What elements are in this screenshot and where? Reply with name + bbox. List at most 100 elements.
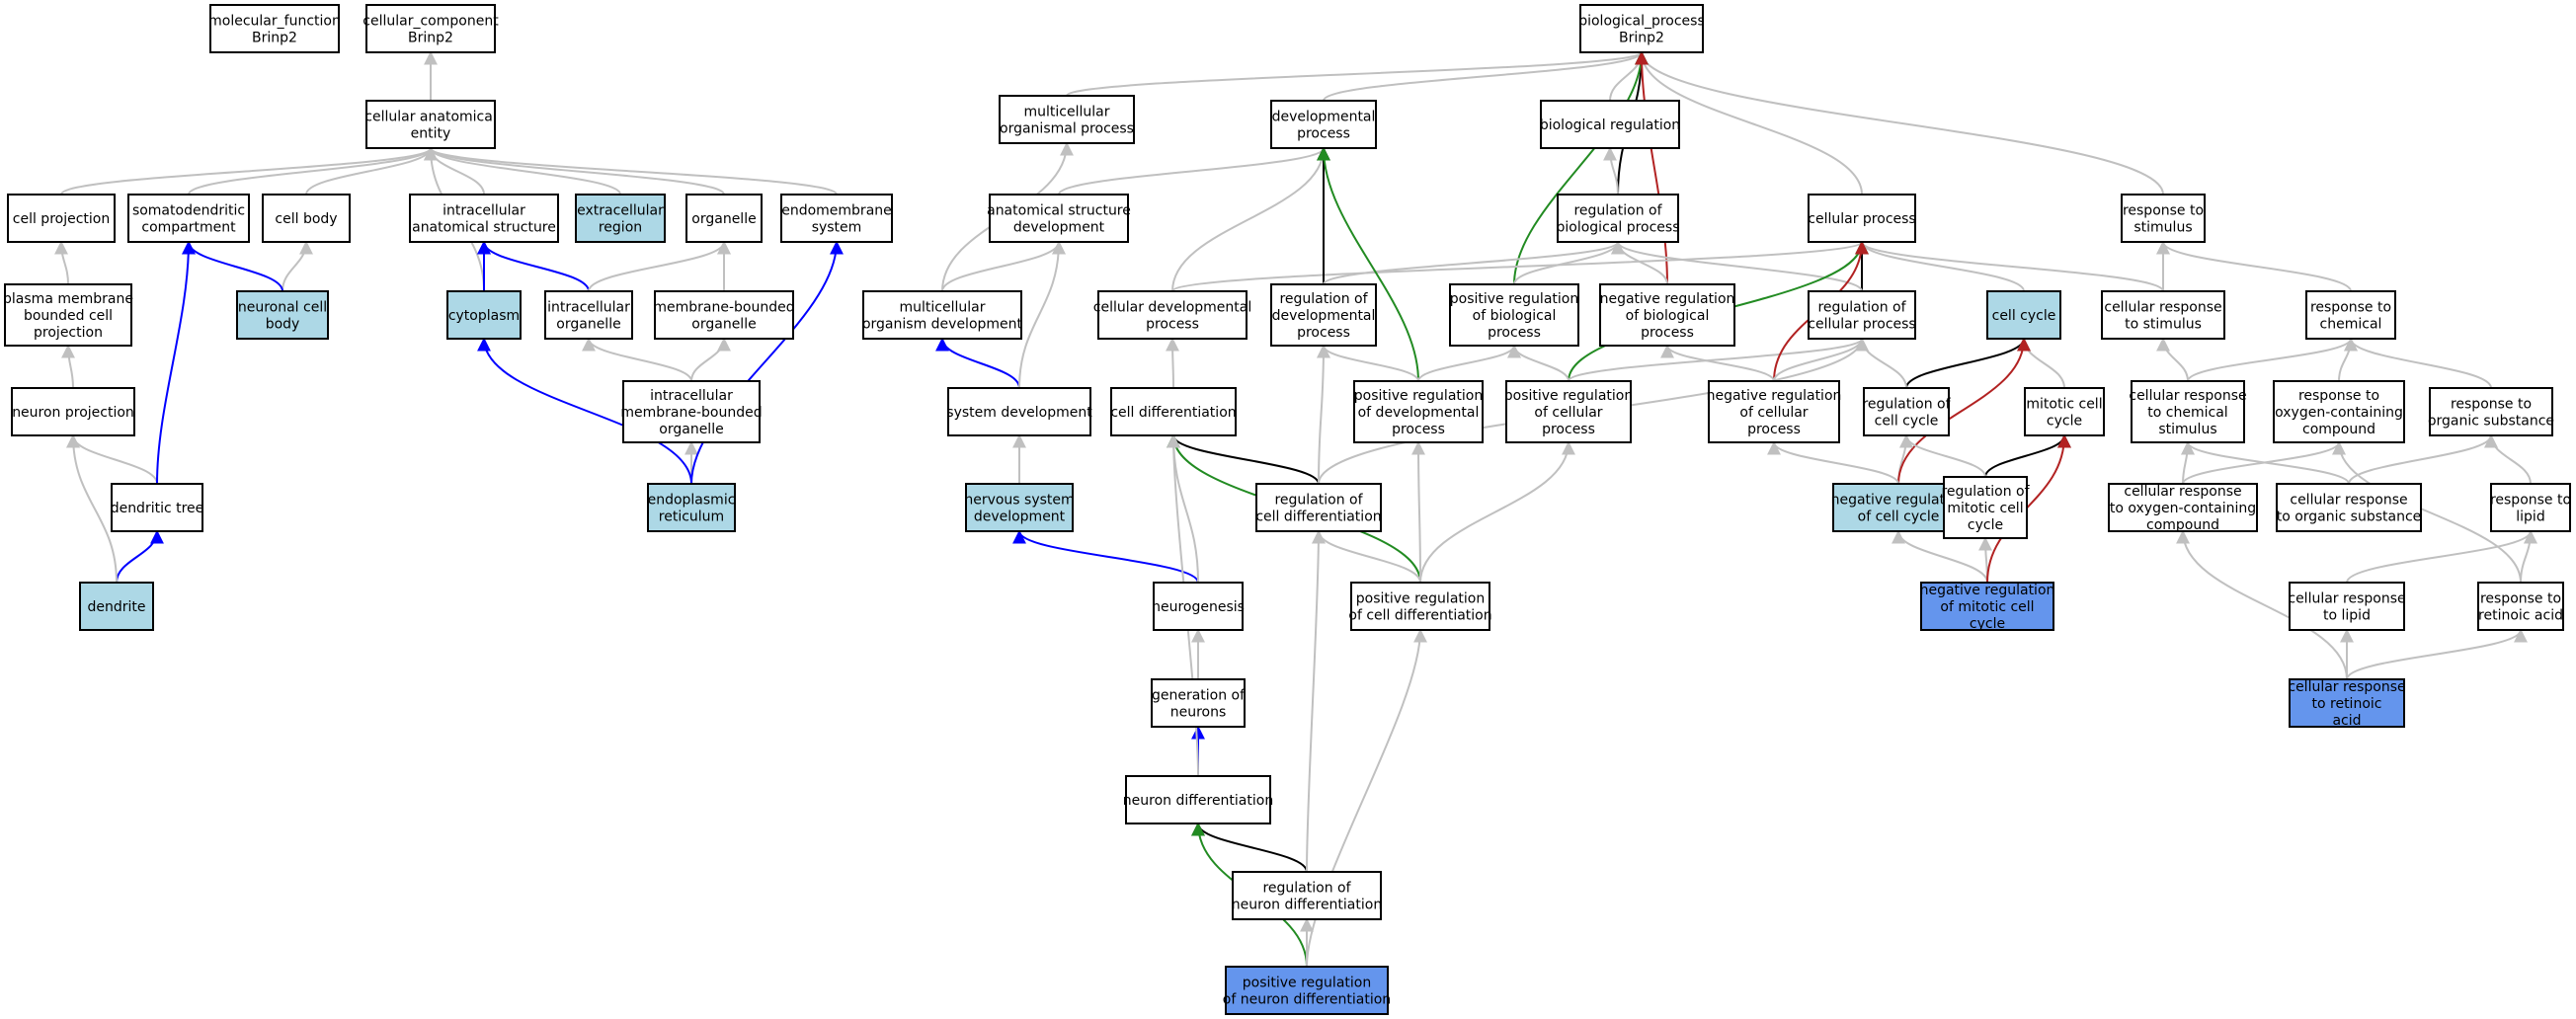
node-label-line: cellular response	[2104, 300, 2221, 316]
go-term-node-neur-diff[interactable]: neuron differentiation	[1123, 775, 1273, 824]
go-term-node-cell-proj[interactable]: cell projection	[7, 194, 116, 243]
go-term-node-dend-tree[interactable]: dendritic tree	[111, 483, 204, 532]
node-box	[1151, 678, 1246, 728]
node-label-line: cell body	[275, 211, 337, 227]
edge-icmbo-to-mb_org	[690, 337, 731, 382]
go-term-node-organelle[interactable]: organelle	[685, 194, 763, 243]
node-label-line: acid	[2332, 713, 2361, 729]
edge-icmbo-to-ic_org	[582, 337, 692, 382]
go-term-node-dendrite[interactable]: dendrite	[79, 582, 154, 631]
node-label-line: of cell cycle	[1858, 510, 1940, 525]
go-term-node-cell-proc[interactable]: cellular process	[1808, 194, 1916, 243]
node-label-line: biological regulation	[1540, 118, 1680, 133]
node-label-line: intracellular	[547, 300, 630, 316]
node-label-line: process	[1747, 422, 1801, 437]
node-box	[127, 194, 250, 243]
go-term-node-neuron-proj[interactable]: neuron projection	[11, 387, 135, 436]
edge-neuronal_cb-to-cell_body	[282, 240, 313, 292]
edges-layer	[54, 50, 2537, 968]
node-label-line: regulation of	[1817, 300, 1906, 316]
edge-reg_dev-to-reg_bp	[1323, 240, 1625, 285]
node-label-line: response to	[2298, 388, 2379, 404]
node-box	[1599, 283, 1735, 347]
go-term-node-sys-dev[interactable]: system development	[946, 387, 1092, 436]
node-box	[2273, 380, 2405, 443]
go-term-node-cell-cycle[interactable]: cell cycle	[1986, 290, 2061, 340]
node-box	[780, 194, 893, 243]
node-label-line: positive regulation	[1354, 388, 1483, 404]
go-term-node-neurogen[interactable]: neurogenesis	[1152, 582, 1245, 631]
edge-r_os-to-resp_chem	[2344, 337, 2492, 389]
node-label-line: system	[812, 220, 862, 236]
node-label-line: process	[1488, 325, 1541, 341]
node-box	[989, 194, 1129, 243]
node-box	[2289, 678, 2405, 728]
go-term-node-cell-body[interactable]: cell body	[262, 194, 351, 243]
node-label-line: cellular developmental	[1093, 300, 1251, 316]
node-label-line: to organic substance	[2277, 510, 2422, 525]
go-term-node-cytoplasm[interactable]: cytoplasm	[446, 290, 522, 340]
edge-somato-to-cae	[188, 146, 438, 196]
node-label-line: of developmental	[1358, 405, 1480, 421]
edge-pos_reg_cp-to-pos_reg_bp	[1507, 344, 1570, 382]
edge-crcs-to-resp_chem	[2187, 337, 2358, 382]
node-box	[947, 387, 1091, 436]
node-box	[1350, 582, 1490, 631]
go-term-node-cell-diff[interactable]: cell differentiation	[1110, 387, 1237, 436]
node-label-line: negative regulation	[1831, 493, 1967, 509]
go-term-node-bio-reg[interactable]: biological regulation	[1540, 100, 1680, 149]
node-label-line: of cell differentiation	[1348, 608, 1491, 624]
node-label-line: of biological	[1626, 308, 1710, 324]
